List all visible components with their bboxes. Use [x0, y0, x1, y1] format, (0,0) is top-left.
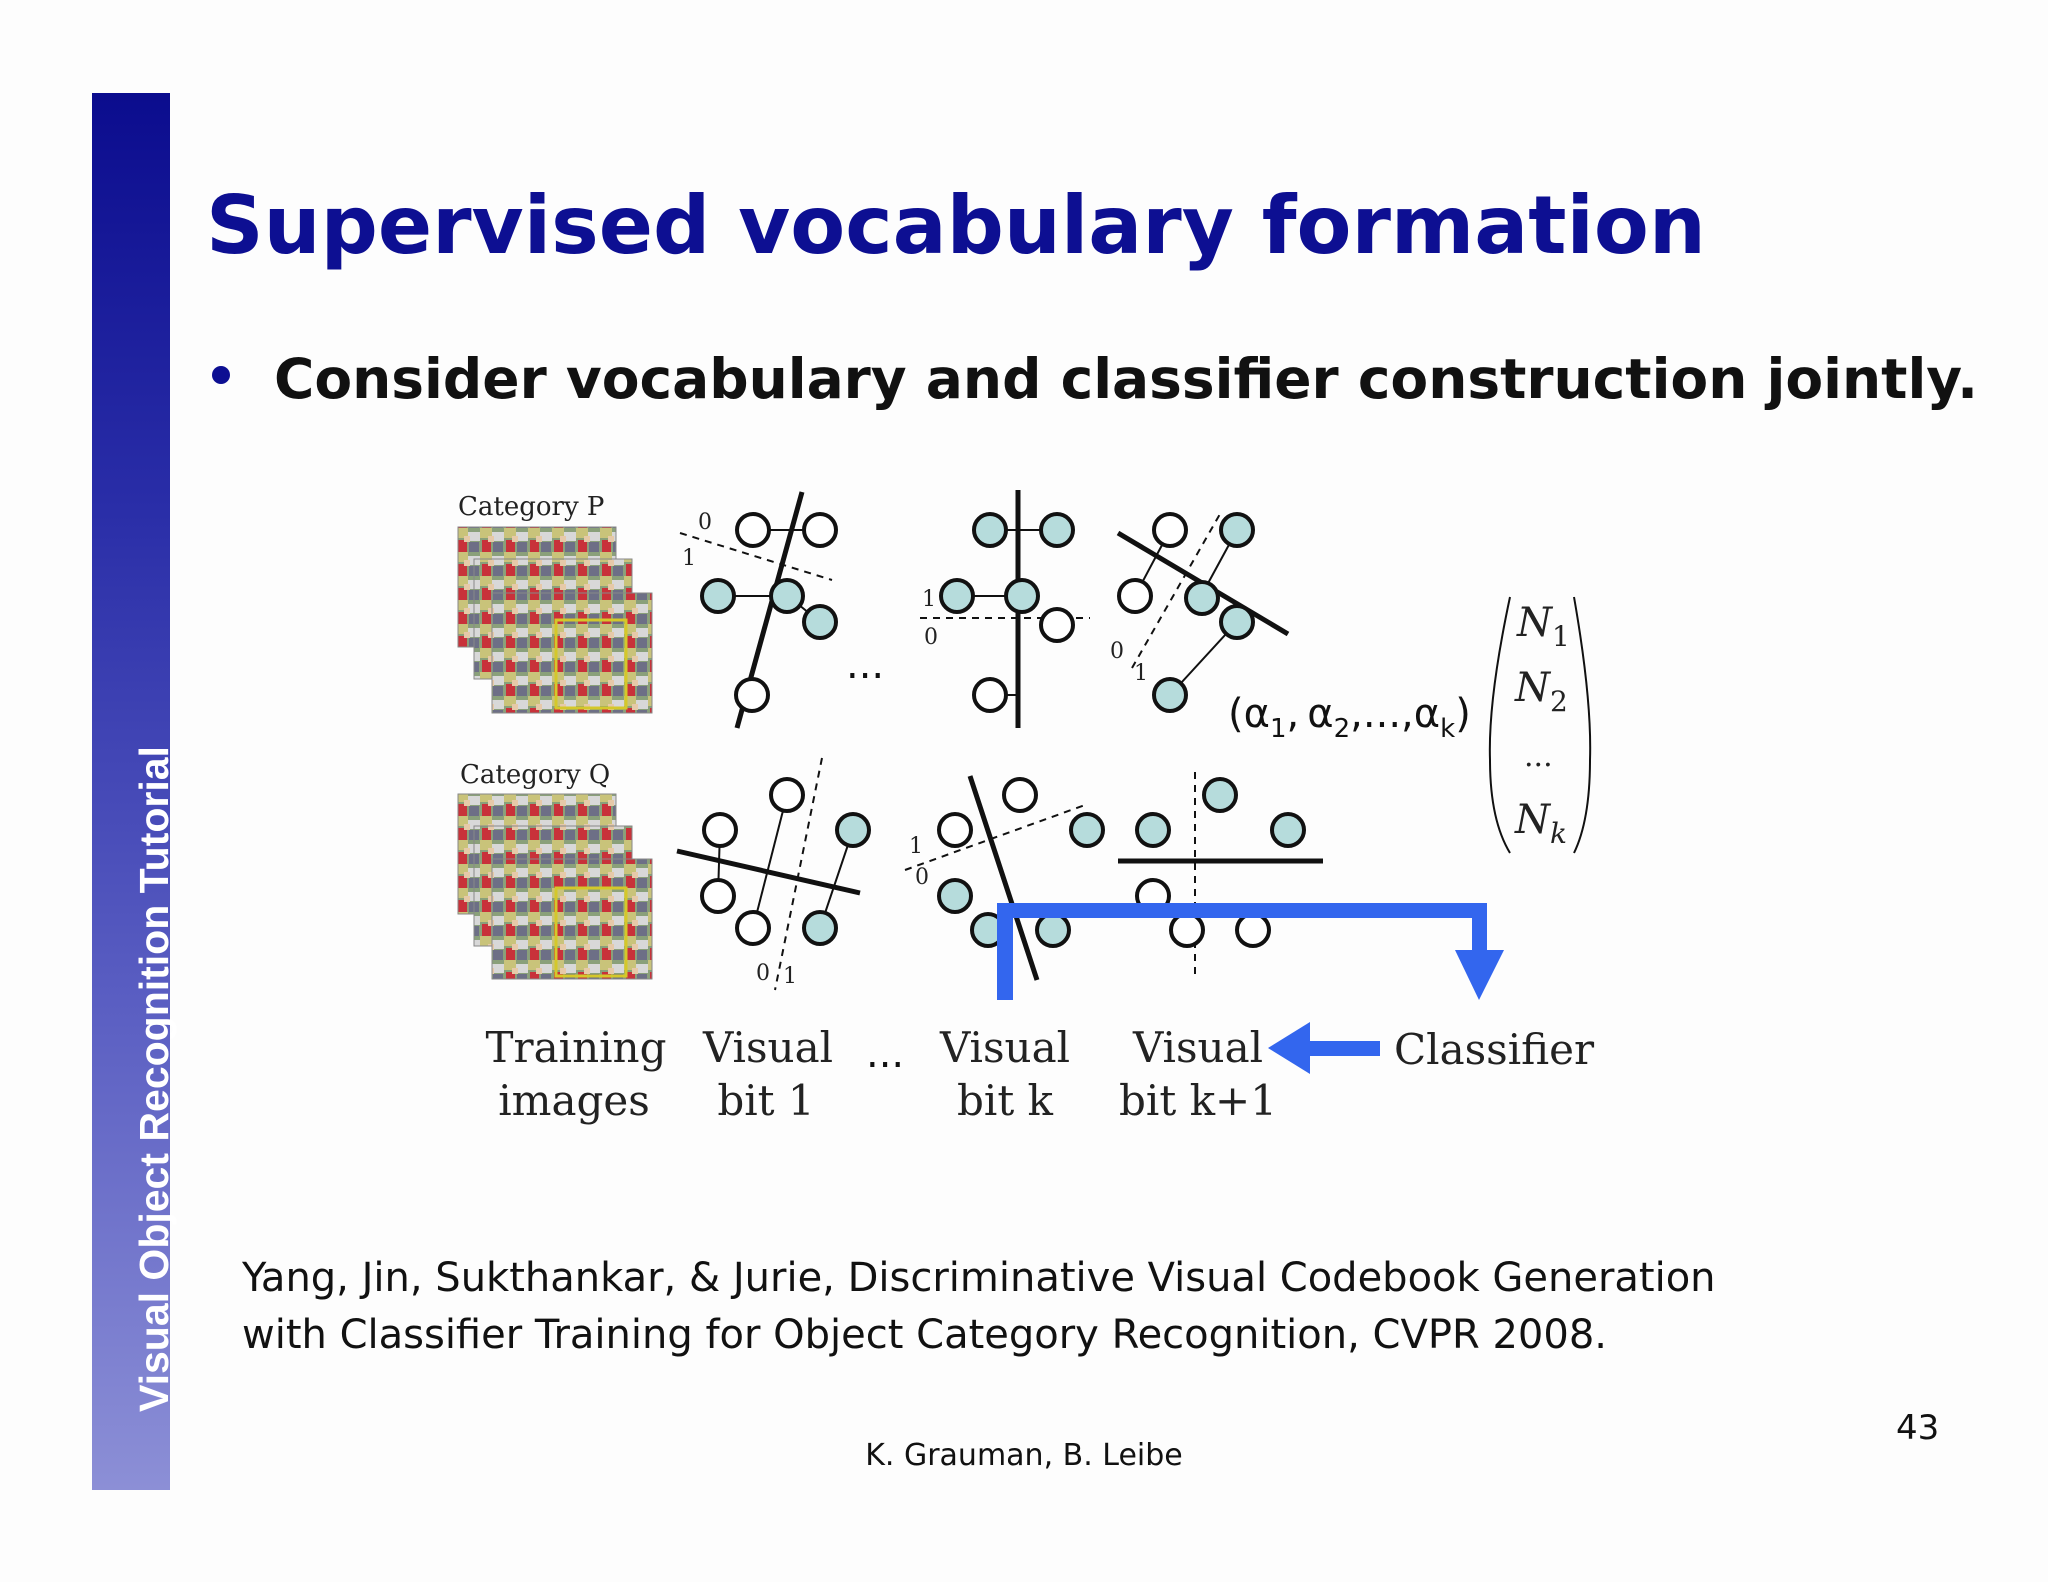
bullet-item: Consider vocabulary and classifier const… [212, 352, 1978, 407]
category-q-images [457, 793, 653, 980]
image-frame [491, 858, 653, 980]
authors-footer: K. Grauman, B. Leibe [865, 1438, 1183, 1473]
caption-training-1: Training [486, 1023, 667, 1072]
n-vector-n1: N1 [1516, 600, 1570, 653]
empty-circle [1152, 512, 1188, 548]
citation-line2: with Classifier Training for Object Cate… [242, 1312, 1607, 1358]
filled-circle [1184, 580, 1220, 616]
panel-bit1-q [676, 757, 871, 991]
n-vector-brackets [1488, 596, 1592, 854]
filled-circle [1152, 677, 1188, 713]
filled-circle [802, 604, 838, 640]
page-number: 43 [1896, 1408, 1940, 1448]
caption-bitk-1: Visual [939, 1023, 1070, 1072]
filled-circle [972, 512, 1008, 548]
connector [752, 794, 788, 929]
empty-circle [1235, 912, 1271, 948]
filled-circle [1219, 604, 1255, 640]
bit-label-zero: 0 [756, 961, 770, 986]
empty-circle [734, 677, 770, 713]
empty-circle [735, 910, 771, 946]
bit-label-one: 1 [682, 546, 696, 571]
empty-circle [1002, 777, 1038, 813]
bit-label-zero: 0 [915, 865, 929, 890]
dashed-line [679, 532, 833, 581]
filled-circle [1004, 578, 1040, 614]
filled-circle [1069, 812, 1105, 848]
bit-label-one: 1 [1134, 661, 1148, 686]
feedback-arrow [997, 903, 1504, 1000]
category-q-label: Category Q [460, 760, 610, 790]
dashed-line [1131, 513, 1221, 669]
caption-bit1-1: Visual [702, 1023, 833, 1072]
bullet-text: Consider vocabulary and classifier const… [274, 347, 1979, 411]
panel-bitk-p [920, 490, 1090, 728]
image-highlight [554, 886, 628, 978]
empty-circle [1169, 912, 1205, 948]
bit-label-one: 1 [909, 834, 923, 859]
n-vector-dots: ... [1524, 739, 1553, 774]
filled-circle [939, 578, 975, 614]
filled-circle [700, 578, 736, 614]
filled-circle [937, 878, 973, 914]
image-highlight [554, 618, 628, 710]
filled-circle [802, 910, 838, 946]
bit-label-one: 1 [783, 964, 797, 989]
empty-circle [1039, 607, 1075, 643]
empty-circle [937, 812, 973, 848]
bullet-icon [212, 365, 230, 384]
bit-label-zero: 0 [924, 625, 938, 650]
panel-bitk1-p [1116, 512, 1290, 713]
citation-line1: Yang, Jin, Sukthankar, & Jurie, Discrimi… [242, 1255, 1716, 1301]
category-p-images [457, 526, 653, 714]
citation: Yang, Jin, Sukthankar, & Jurie, Discrimi… [242, 1250, 1716, 1364]
caption-bit1-2: bit 1 [717, 1076, 814, 1125]
caption-classifier: Classifier [1394, 1025, 1595, 1074]
filled-circle [1219, 512, 1255, 548]
bit-label-zero: 0 [698, 510, 712, 535]
caption-training-2: images [498, 1076, 650, 1125]
n-vector-nk: Nk [1514, 797, 1567, 850]
bit-label-zero: 0 [1110, 639, 1124, 664]
empty-circle [702, 812, 738, 848]
bit-label-one: 1 [922, 587, 936, 612]
empty-circle [769, 777, 805, 813]
caption-bitk1-2: bit k+1 [1119, 1076, 1277, 1125]
filled-circle [769, 578, 805, 614]
caption-bitk1-1: Visual [1132, 1023, 1263, 1072]
sidebar-bar [92, 93, 170, 1490]
panel-bit1-p [679, 491, 838, 729]
separating-line [676, 848, 861, 896]
panel-bitk1-q [1118, 772, 1323, 975]
dashed-line [904, 804, 1086, 871]
empty-circle [1117, 578, 1153, 614]
separating-line [967, 775, 1040, 981]
filled-circle [1270, 812, 1306, 848]
empty-circle [735, 512, 771, 548]
empty-circle [802, 512, 838, 548]
dashed-line [774, 757, 823, 991]
caption-bitk-2: bit k [957, 1076, 1054, 1125]
filled-circle [1039, 512, 1075, 548]
filled-circle [1202, 777, 1238, 813]
category-p-label: Category P [458, 492, 604, 522]
slide-title: Supervised vocabulary formation [206, 179, 1706, 272]
filled-circle [1135, 812, 1171, 848]
alpha-vector: (α1,α2,...,αk) [1228, 691, 1471, 744]
filled-circle [835, 812, 871, 848]
image-frame [491, 592, 653, 714]
n-vector-n2: N2 [1514, 665, 1568, 718]
empty-circle [972, 677, 1008, 713]
ellipsis: ... [846, 642, 884, 688]
caption-ellipsis: ... [866, 1031, 904, 1077]
classifier-arrow [1268, 1022, 1380, 1074]
empty-circle [700, 878, 736, 914]
filled-circle [1035, 912, 1071, 948]
